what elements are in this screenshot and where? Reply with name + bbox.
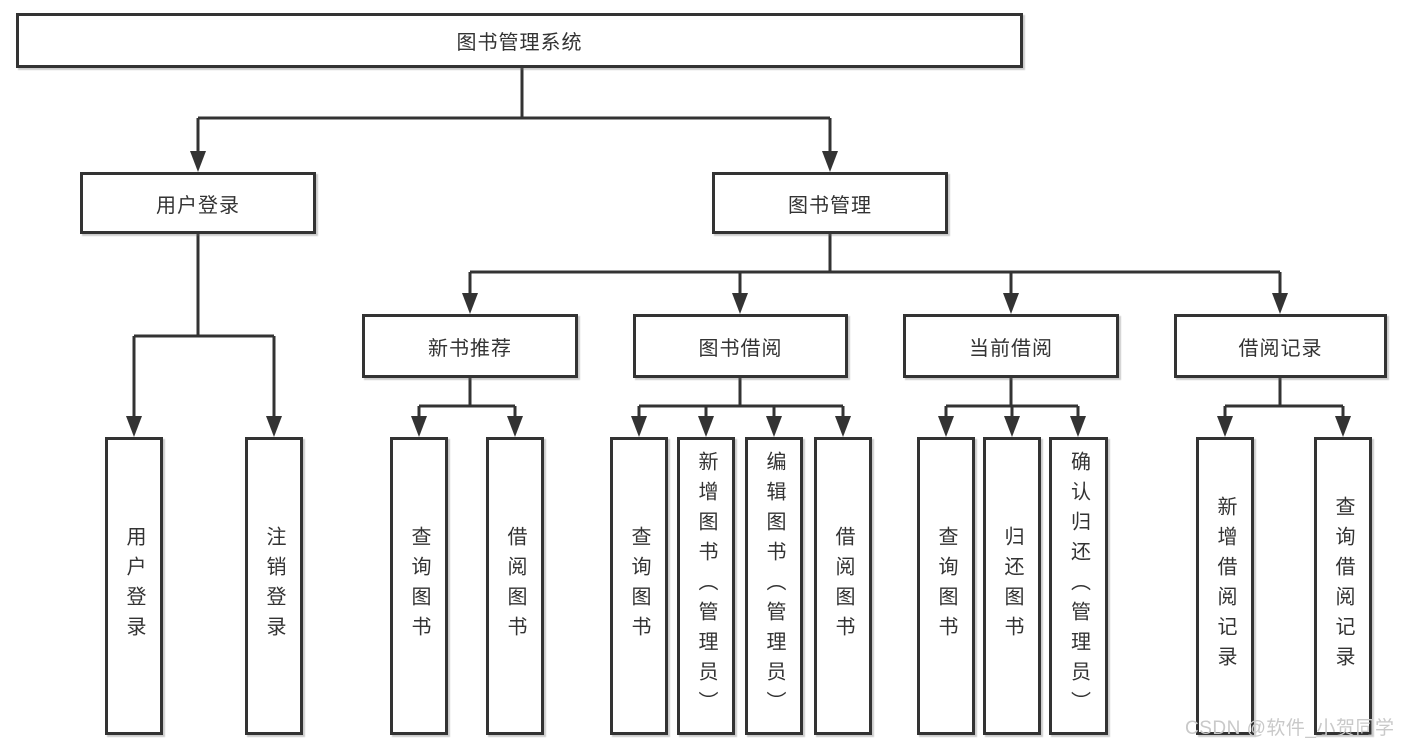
node-label: 用户登录 [123, 526, 145, 646]
leaf-confirm-return-admin: 确认归还（管理员） [1049, 437, 1108, 735]
node-label: 用户登录 [156, 194, 240, 217]
leaf-query-borrow-record: 查询借阅记录 [1314, 437, 1372, 735]
leaf-user-login: 用户登录 [105, 437, 163, 735]
arrow-down-icon [1217, 416, 1233, 437]
node-label: 借阅记录 [1238, 337, 1323, 360]
leaf-add-books-admin: 新增图书（管理员） [677, 437, 735, 735]
node-label: 当前借阅 [969, 337, 1053, 360]
arrow-down-icon [1272, 293, 1288, 314]
node-label: 确认归还（管理员） [1067, 451, 1090, 721]
arrow-down-icon [1003, 293, 1019, 314]
arrow-down-icon [1004, 416, 1020, 437]
arrow-down-icon [1070, 416, 1086, 437]
node-label: 查询图书 [628, 526, 650, 646]
node-label: 借阅图书 [832, 526, 854, 646]
arrow-down-icon [507, 416, 523, 437]
node-label: 编辑图书（管理员） [763, 451, 785, 721]
arrow-down-icon [938, 416, 954, 437]
node-current-borrowing: 当前借阅 [903, 314, 1119, 378]
node-book-management: 图书管理 [712, 172, 948, 234]
node-label: 查询图书 [935, 526, 957, 646]
arrow-down-icon [126, 416, 142, 437]
arrow-down-icon [462, 293, 478, 314]
leaf-logout: 注销登录 [245, 437, 303, 735]
node-borrowing-records: 借阅记录 [1174, 314, 1387, 378]
node-label: 图书借阅 [698, 337, 783, 360]
csdn-watermark: CSDN @软件_小贺同学 [1185, 718, 1395, 739]
arrow-down-icon [698, 416, 714, 437]
leaf-query-books-recommend: 查询图书 [390, 437, 448, 735]
arrow-down-icon [631, 416, 647, 437]
arrow-down-icon [266, 416, 282, 437]
leaf-return-books: 归还图书 [983, 437, 1041, 735]
node-book-borrowing: 图书借阅 [633, 314, 848, 378]
node-label: 图书管理系统 [456, 32, 583, 54]
arrow-down-icon [822, 151, 838, 172]
leaf-add-borrow-record: 新增借阅记录 [1196, 437, 1254, 735]
leaf-query-books-current: 查询图书 [917, 437, 975, 735]
node-label: 新书推荐 [428, 337, 512, 360]
node-label: 注销登录 [263, 526, 285, 646]
node-label: 归还图书 [1001, 526, 1023, 646]
arrow-down-icon [190, 151, 206, 172]
leaf-query-books-borrow: 查询图书 [610, 437, 668, 735]
leaf-edit-books-admin: 编辑图书（管理员） [745, 437, 803, 735]
arrow-down-icon [732, 293, 748, 314]
node-label: 查询图书 [408, 526, 430, 646]
node-label: 查询借阅记录 [1332, 496, 1354, 676]
node-label: 图书管理 [788, 194, 872, 217]
arrow-down-icon [766, 416, 782, 437]
node-label: 新增图书（管理员） [695, 451, 717, 721]
node-new-book-recommendation: 新书推荐 [362, 314, 578, 378]
node-library-management-system: 图书管理系统 [16, 13, 1023, 68]
arrow-down-icon [835, 416, 851, 437]
arrow-down-icon [1335, 416, 1351, 437]
node-label: 新增借阅记录 [1214, 496, 1236, 676]
node-label: 借阅图书 [504, 526, 526, 646]
arrow-down-icon [411, 416, 427, 437]
leaf-borrow-books-recommend: 借阅图书 [486, 437, 544, 735]
leaf-borrow-books: 借阅图书 [814, 437, 872, 735]
node-user-login: 用户登录 [80, 172, 316, 234]
